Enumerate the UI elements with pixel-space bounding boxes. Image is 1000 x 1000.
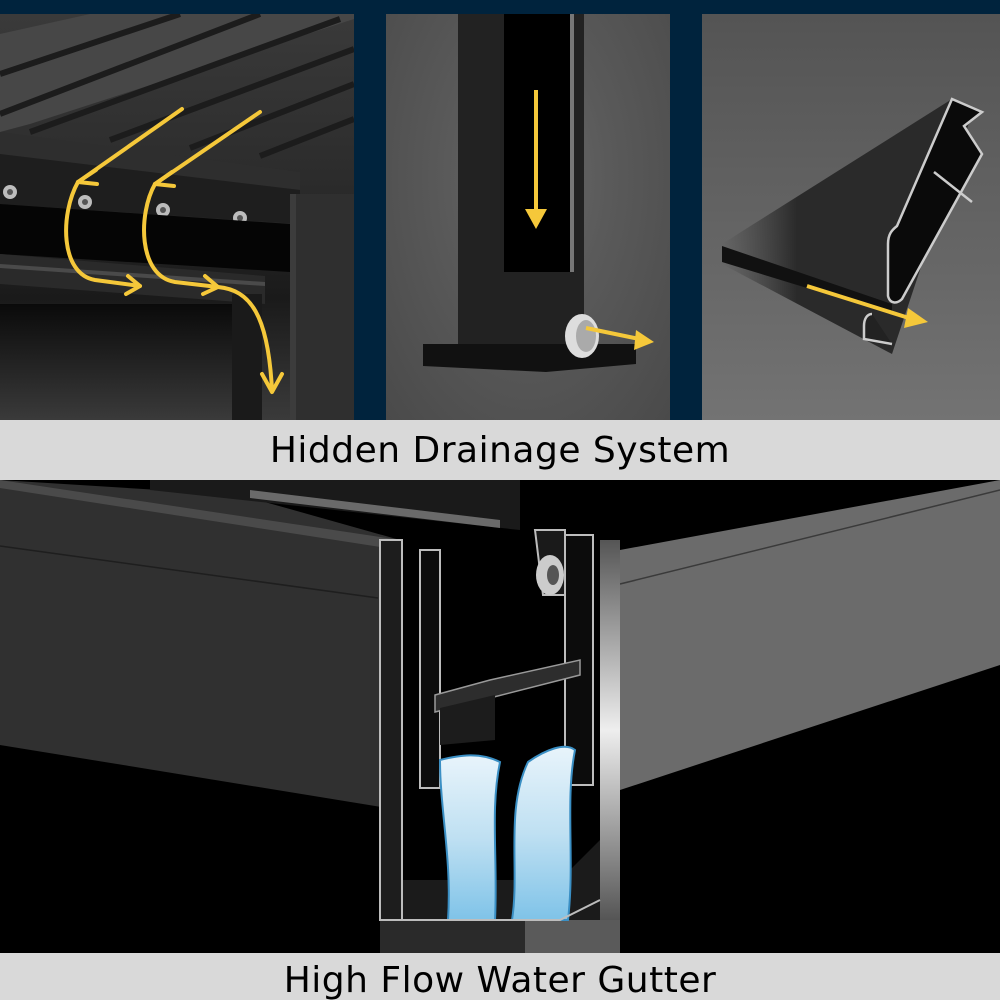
caption-high-flow-gutter: High Flow Water Gutter (0, 953, 1000, 1000)
gutter-section-scene (0, 480, 1000, 953)
roof-drainage-panel (0, 14, 354, 420)
gutter-profile-illustration (722, 97, 985, 354)
post-downspout-panel (386, 14, 670, 420)
roof-drainage-illustration (0, 14, 354, 420)
flow-arrow (806, 284, 913, 321)
gutter-cross-section-illustration (0, 480, 1000, 953)
post-downspout-illustration (423, 14, 654, 372)
gutter-profile-panel (702, 14, 1000, 420)
caption-hidden-drainage: Hidden Drainage System (0, 420, 1000, 480)
flow-arrows (534, 90, 645, 342)
flow-arrows (64, 107, 284, 394)
water-stream-right (510, 745, 577, 921)
water-stream-left (438, 754, 502, 921)
